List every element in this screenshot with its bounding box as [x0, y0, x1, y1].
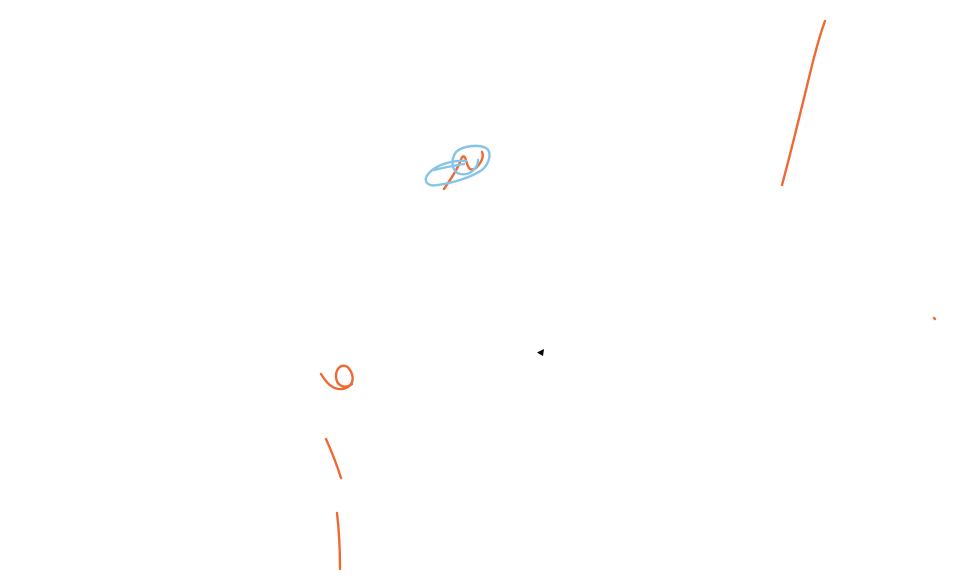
arrow-pointer-icon	[537, 349, 544, 356]
stroke-scribble-blue-tail	[432, 162, 466, 172]
stroke-dash-bottom-left-1	[324, 437, 343, 480]
stroke-loop-bottom-left	[319, 364, 354, 391]
stroke-scribble-blue	[424, 144, 491, 187]
stroke-dot-right	[932, 316, 937, 321]
stroke-dash-bottom-left-2	[335, 511, 342, 571]
stroke-line-top-right	[780, 19, 827, 187]
